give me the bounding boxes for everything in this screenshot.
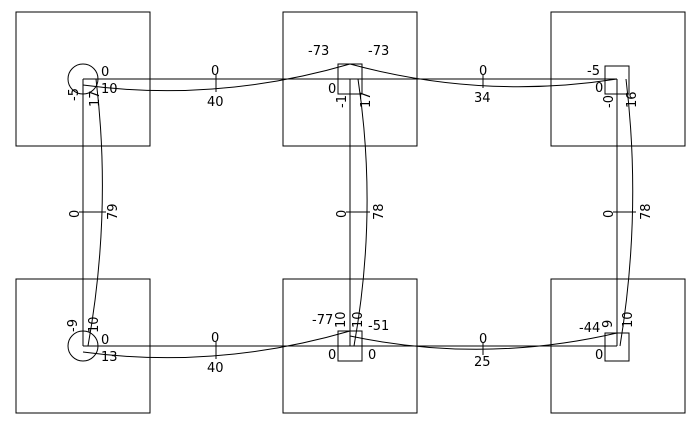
label-bottom-left-col-right: 10 bbox=[87, 316, 102, 333]
label-top-left-beam-axial: 0 bbox=[211, 64, 219, 79]
label-middle-column-axial: 0 bbox=[335, 210, 350, 218]
label-bottom-left-end: 0 bbox=[101, 333, 109, 348]
label-top-right-beam-moment: 34 bbox=[474, 91, 491, 106]
label-top-middle-right-end: -73 bbox=[368, 44, 389, 59]
label-top-right-left-end: -5 bbox=[587, 64, 600, 79]
label-bottom-middle-base-left: 0 bbox=[328, 348, 336, 363]
label-right-column-axial: 0 bbox=[602, 210, 617, 218]
label-bottom-left-below: 13 bbox=[101, 350, 118, 365]
label-top-right-col-left: -0 bbox=[602, 95, 617, 108]
label-top-left-below: 10 bbox=[101, 82, 118, 97]
label-bottom-right-base-left: 0 bbox=[595, 348, 603, 363]
label-top-middle-col-left: -1 bbox=[335, 95, 350, 108]
label-bottom-right-col-left: 9 bbox=[601, 320, 616, 328]
label-left-column-axial: 0 bbox=[68, 210, 83, 218]
label-bottom-right-beam-moment: 25 bbox=[474, 355, 491, 370]
label-bottom-right-left-end: -44 bbox=[579, 321, 600, 336]
label-middle-column-moment: 78 bbox=[372, 203, 387, 220]
label-bottom-left-beam-moment: 40 bbox=[207, 361, 224, 376]
label-bottom-middle-col-right: 10 bbox=[351, 311, 366, 328]
label-bottom-left-col-left: -9 bbox=[66, 319, 81, 332]
label-left-column-moment: 79 bbox=[106, 203, 121, 220]
label-top-left-beam-moment: 40 bbox=[207, 95, 224, 110]
label-top-left-col-right: 17 bbox=[88, 90, 103, 107]
label-bottom-left-beam-axial: 0 bbox=[211, 331, 219, 346]
label-top-right-col-right: 16 bbox=[625, 91, 640, 108]
label-bottom-right-col-right: 10 bbox=[621, 311, 636, 328]
label-top-middle-col-right: 17 bbox=[359, 91, 374, 108]
label-bottom-middle-base-right: 0 bbox=[368, 348, 376, 363]
label-top-left-end: 0 bbox=[101, 65, 109, 80]
label-bottom-right-beam-axial: 0 bbox=[479, 332, 487, 347]
label-top-left-col-left: -5 bbox=[67, 88, 82, 101]
label-top-right-below: 0 bbox=[595, 81, 603, 96]
label-bottom-middle-left-end: -77 bbox=[312, 313, 333, 328]
label-top-middle-left-end: -73 bbox=[308, 44, 329, 59]
label-top-right-beam-axial: 0 bbox=[479, 64, 487, 79]
label-bottom-middle-col-left: 10 bbox=[334, 311, 349, 328]
label-top-middle-beam-under: 0 bbox=[328, 82, 336, 97]
label-right-column-moment: 78 bbox=[639, 203, 654, 220]
label-bottom-middle-right-end: -51 bbox=[368, 319, 389, 334]
